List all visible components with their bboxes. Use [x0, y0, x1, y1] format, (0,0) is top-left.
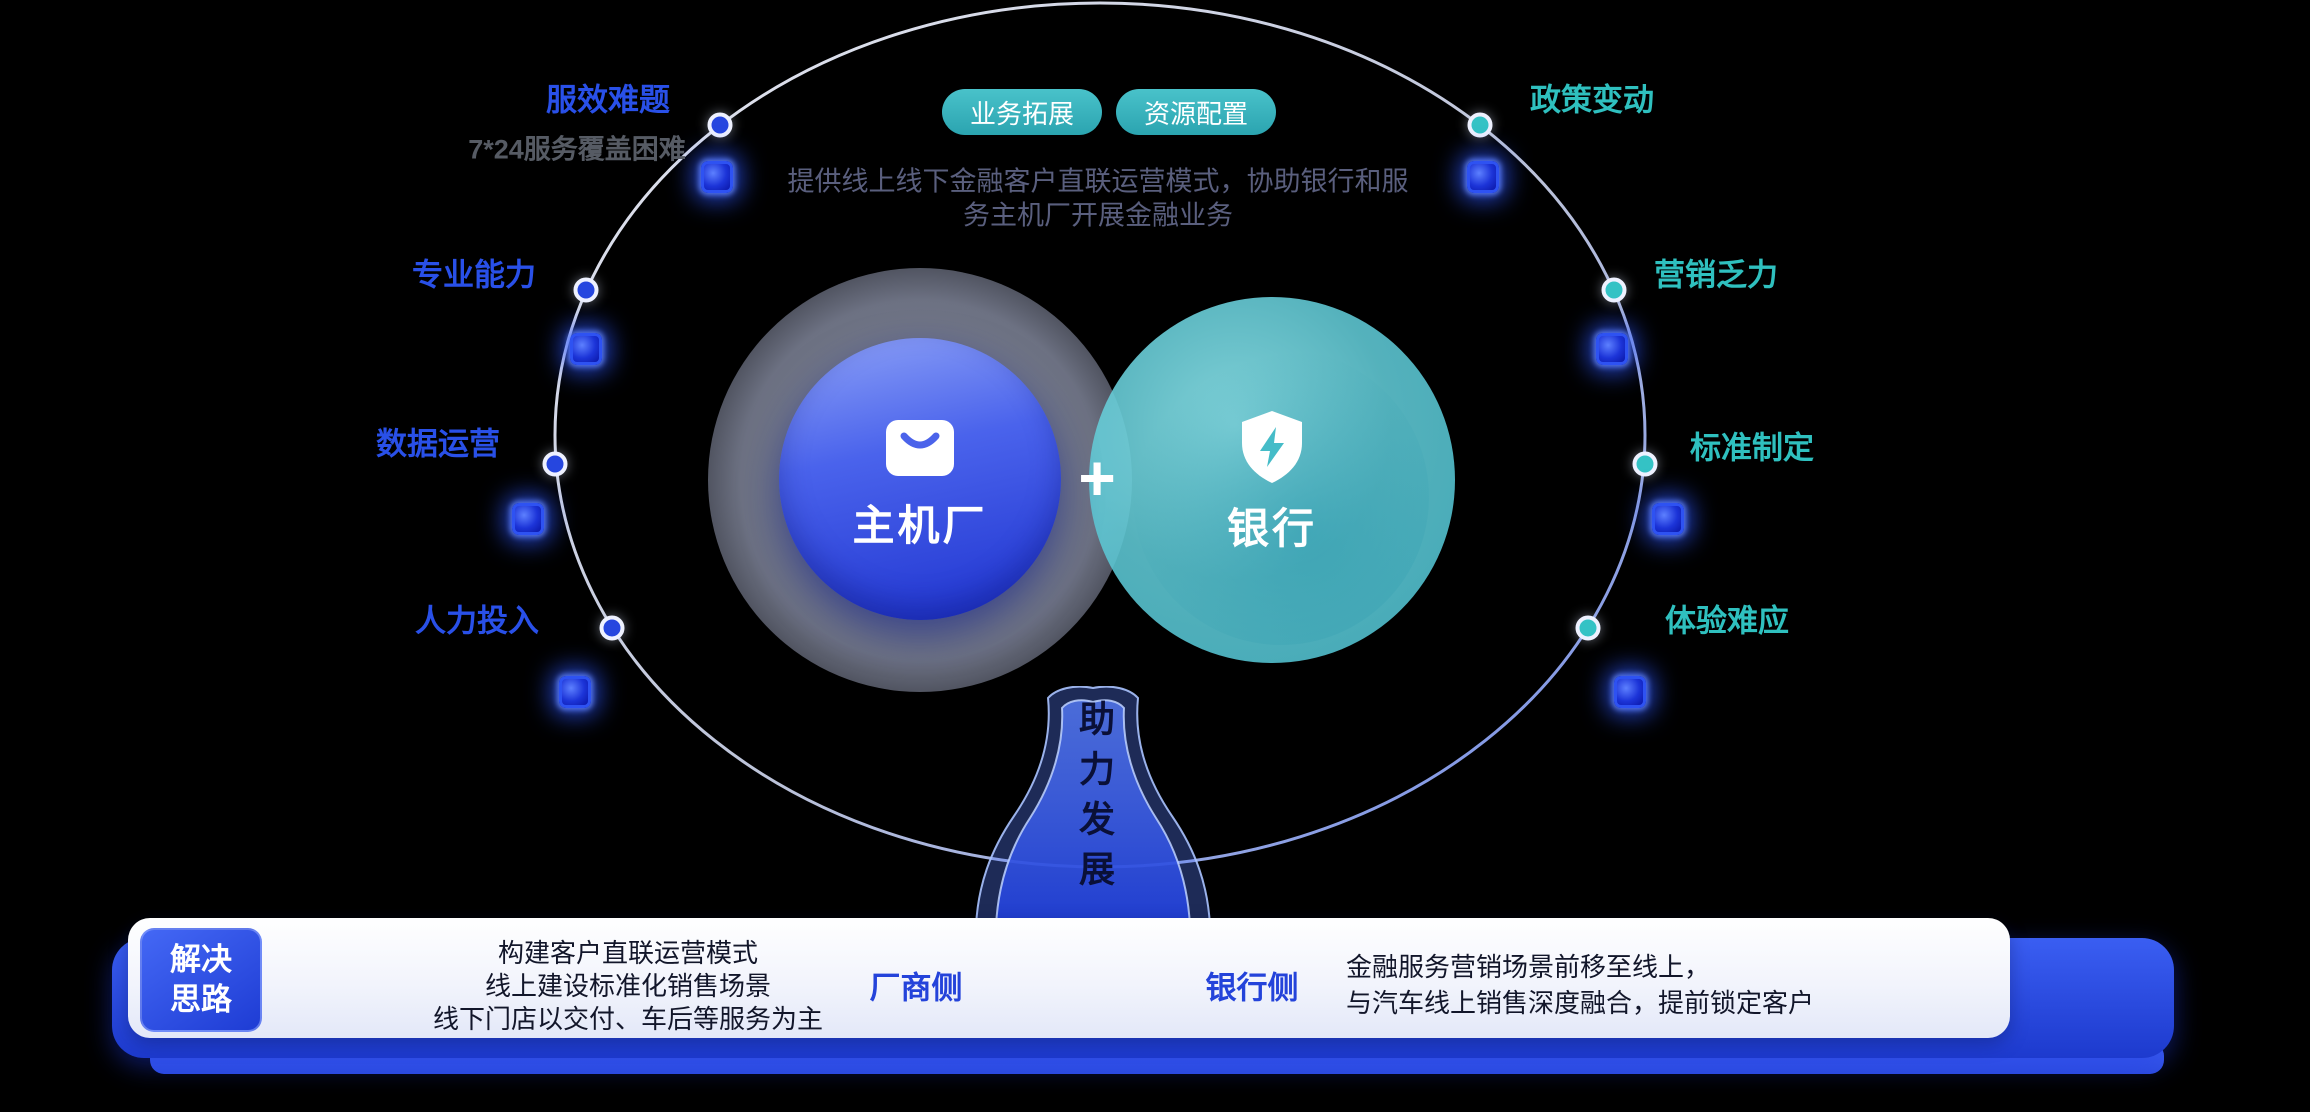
solution-bar [128, 918, 2010, 1038]
description-line: 提供线上线下金融客户直联运营模式，协助银行和服 [787, 166, 1409, 197]
pain-point-label: 人力投入 [415, 603, 539, 639]
pill-business-expansion: 业务拓展 [941, 89, 1103, 135]
vendor-solution-line: 构建客户直联运营模式 [497, 938, 759, 968]
pain-point-label: 政策变动 [1530, 82, 1654, 118]
vendor-solution-line: 线下门店以交付、车后等服务为主 [432, 1004, 824, 1034]
pain-point-label: 营销乏力 [1654, 257, 1778, 293]
orbit-node [1601, 277, 1627, 303]
orbit-node [573, 277, 599, 303]
orbit-node [1575, 615, 1601, 641]
solution-badge: 解决 思路 [140, 928, 262, 1032]
pain-point-sublabel: 7*24服务覆盖困难 [468, 134, 686, 165]
bank-label: 银行 [1226, 504, 1317, 552]
glow-gem-icon [701, 161, 733, 193]
glow-gem-icon [1652, 503, 1684, 535]
glow-gem-icon [1596, 333, 1628, 365]
pain-point-label: 体验难应 [1665, 603, 1789, 639]
glow-gem-icon [559, 676, 591, 708]
bank-side-label: 银行侧 [1205, 970, 1299, 1006]
vendor-side-label: 厂商侧 [869, 970, 963, 1006]
glow-gem-icon [1614, 676, 1646, 708]
bank-solution-text: 金融服务营销场景前移至线上， 与汽车线上销售深度融合，提前锁定客户 [1346, 949, 1814, 1021]
pain-point-label: 服效难题 [546, 82, 670, 118]
orbit-node [1467, 112, 1493, 138]
bank-solution-line: 与汽车线上销售深度融合，提前锁定客户 [1346, 988, 1815, 1018]
orbit-node [542, 451, 568, 477]
plus-sign: + [1078, 442, 1116, 514]
glow-gem-icon [512, 503, 544, 535]
solution-badge-line: 解决 [170, 942, 232, 977]
orbit-node [599, 615, 625, 641]
pain-point-label: 数据运营 [376, 426, 500, 462]
pedestal-shape [974, 686, 1212, 926]
glow-gem-icon [1467, 161, 1499, 193]
solution-badge-line: 思路 [170, 982, 232, 1017]
oem-label: 主机厂 [852, 501, 988, 549]
pain-point-label: 专业能力 [412, 257, 536, 293]
pain-point-label: 标准制定 [1690, 430, 1814, 466]
vendor-solution-line: 线上建设标准化销售场景 [484, 971, 772, 1001]
bank-solution-line: 金融服务营销场景前移至线上， [1346, 952, 1711, 982]
orbit-node [1632, 451, 1658, 477]
vendor-solution-text: 构建客户直联运营模式 线上建设标准化销售场景 线下门店以交付、车后等服务为主 [433, 937, 823, 1036]
shield-bolt-icon [1242, 410, 1302, 483]
bank-circle-inner-shade [1133, 349, 1429, 645]
pedestal-text: 助力发展 [1074, 700, 1115, 900]
description-line: 务主机厂开展金融业务 [963, 200, 1233, 231]
oem-circle: 主机厂 [779, 338, 1061, 620]
pill-resource-allocation: 资源配置 [1115, 89, 1277, 135]
shopping-bag-icon [886, 419, 954, 476]
glow-gem-icon [570, 333, 602, 365]
orbit-node [707, 112, 733, 138]
bank-circle: 银行 [1089, 297, 1455, 663]
